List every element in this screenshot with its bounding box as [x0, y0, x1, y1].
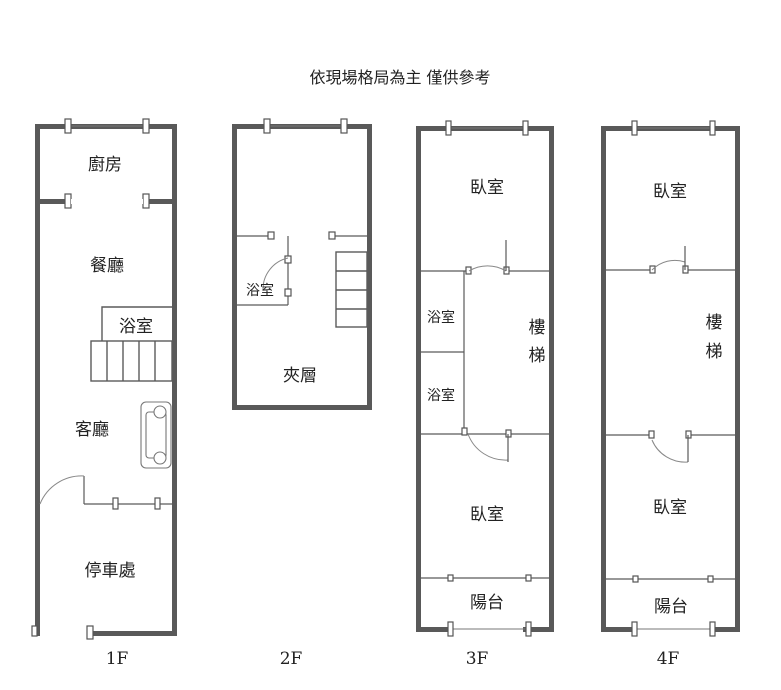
floor-label-4f: 4F	[657, 649, 680, 669]
floor-label-2f: 2F	[280, 649, 303, 669]
disclaimer-note: 依現場格局為主 僅供參考	[309, 68, 490, 87]
f4-left-wall	[601, 126, 606, 632]
f2-bath-label: 浴室	[246, 282, 274, 299]
f3-right-wall	[549, 126, 554, 632]
f4-bedroom-top-label: 臥室	[653, 182, 687, 202]
f1-right-wall	[172, 124, 177, 636]
f1-bath-outline	[101, 306, 172, 341]
floor-2f: 浴室 夾層 2F	[232, 118, 372, 669]
f3-left-wall	[416, 126, 421, 632]
f3-stair-label-1: 樓	[529, 318, 546, 338]
floor-label-1f: 1F	[106, 649, 129, 669]
floor-1f: 廚房 餐廳 浴室 客廳 停車處 1F	[31, 118, 177, 669]
f4-bottom-door-swing	[651, 439, 689, 463]
f4-top-door-swing	[651, 259, 686, 271]
f3-bedroom-bottom-label: 臥室	[470, 505, 504, 525]
f4-bedroom-bottom-label: 臥室	[653, 498, 687, 518]
f1-parking-label: 停車處	[85, 561, 136, 581]
f2-right-wall	[367, 124, 372, 410]
f2-left-wall	[232, 124, 237, 410]
f3-bedroom-top-label: 臥室	[470, 178, 504, 198]
f1-left-wall	[35, 124, 40, 636]
f1-bottom-wall	[92, 631, 177, 636]
f1-door-swing	[39, 475, 85, 505]
f3-top-door-swing	[468, 265, 507, 272]
f1-window-post	[64, 118, 72, 134]
f4-balcony-label: 陽台	[654, 597, 688, 617]
f4-right-wall	[735, 126, 740, 632]
f1-sofa	[140, 401, 172, 469]
f3-balcony-label: 陽台	[470, 593, 504, 613]
f1-kitchen-label: 廚房	[88, 154, 122, 175]
f4-stair-label-1: 樓	[706, 313, 723, 333]
floor-label-3f: 3F	[466, 649, 489, 669]
f1-opening-post	[64, 193, 72, 209]
floor-3f: 臥室 浴室 浴室 樓 梯 臥室 陽台 3F	[416, 120, 554, 669]
floor-4f: 臥室 樓 梯 臥室 陽台 4F	[601, 120, 740, 669]
f2-bath-door-swing	[262, 257, 289, 291]
f3-bath1-label: 浴室	[427, 309, 455, 326]
f2-mezzanine-label: 夾層	[283, 366, 317, 386]
f1-window-post	[142, 118, 150, 134]
f3-bath2-label: 浴室	[427, 387, 455, 404]
f3-stair-label-2: 梯	[529, 346, 546, 366]
f1-staircase	[90, 340, 173, 382]
f1-dining-label: 餐廳	[90, 256, 124, 276]
f2-bottom-wall	[232, 405, 372, 410]
f1-bath-label: 浴室	[119, 317, 153, 337]
f3-bottom-door-swing	[467, 433, 509, 461]
f4-stair-label-2: 梯	[706, 342, 723, 362]
f1-living-label: 客廳	[75, 420, 109, 440]
f1-opening-post	[142, 193, 150, 209]
